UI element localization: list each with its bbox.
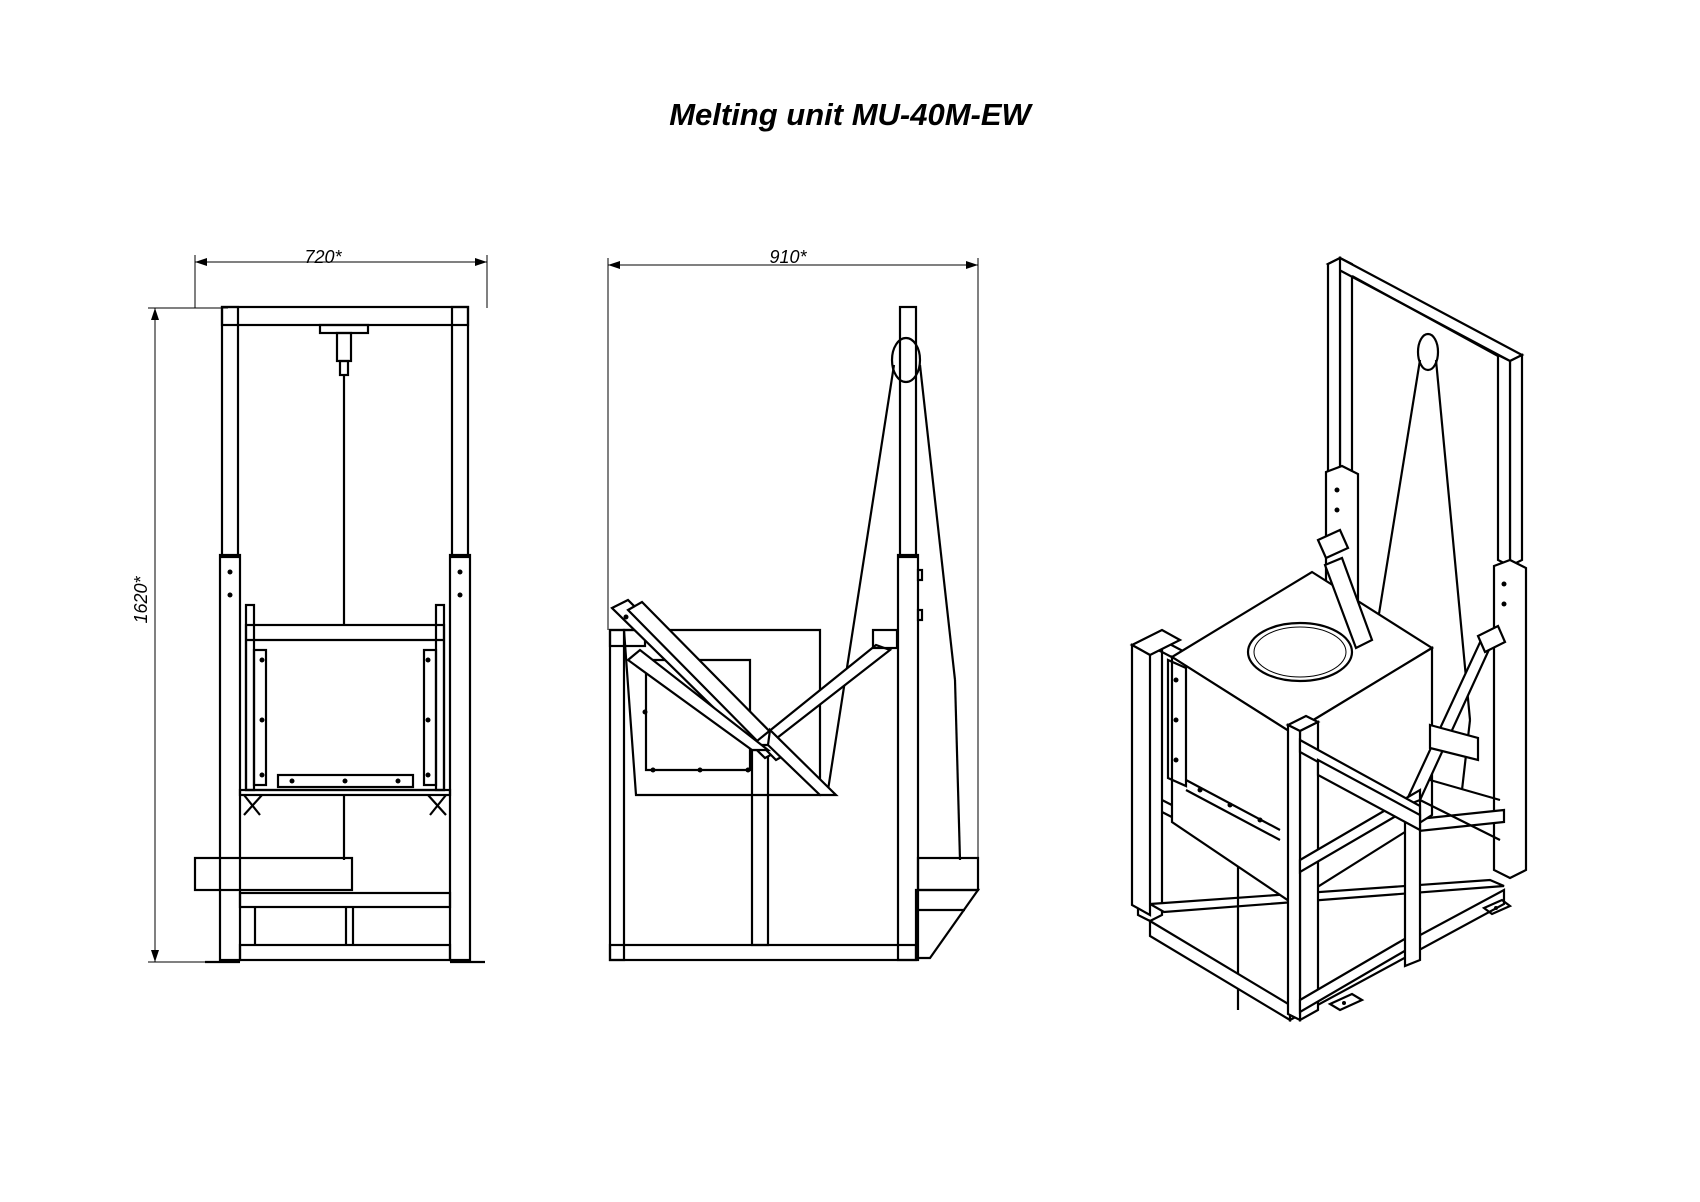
height-dimension: 1620* (131, 307, 228, 963)
side-view: 910* (607, 247, 981, 962)
side-width-label: 910* (769, 247, 807, 267)
side-width-dimension: 910* (607, 247, 979, 860)
drawing-title: Melting unit MU-40M-EW (669, 97, 1031, 132)
front-view: 720* 1620* (131, 247, 488, 964)
height-label: 1620* (131, 575, 151, 623)
front-width-label: 720* (304, 247, 342, 267)
front-width-dimension: 720* (194, 247, 488, 308)
isometric-view (1129, 256, 1528, 1022)
